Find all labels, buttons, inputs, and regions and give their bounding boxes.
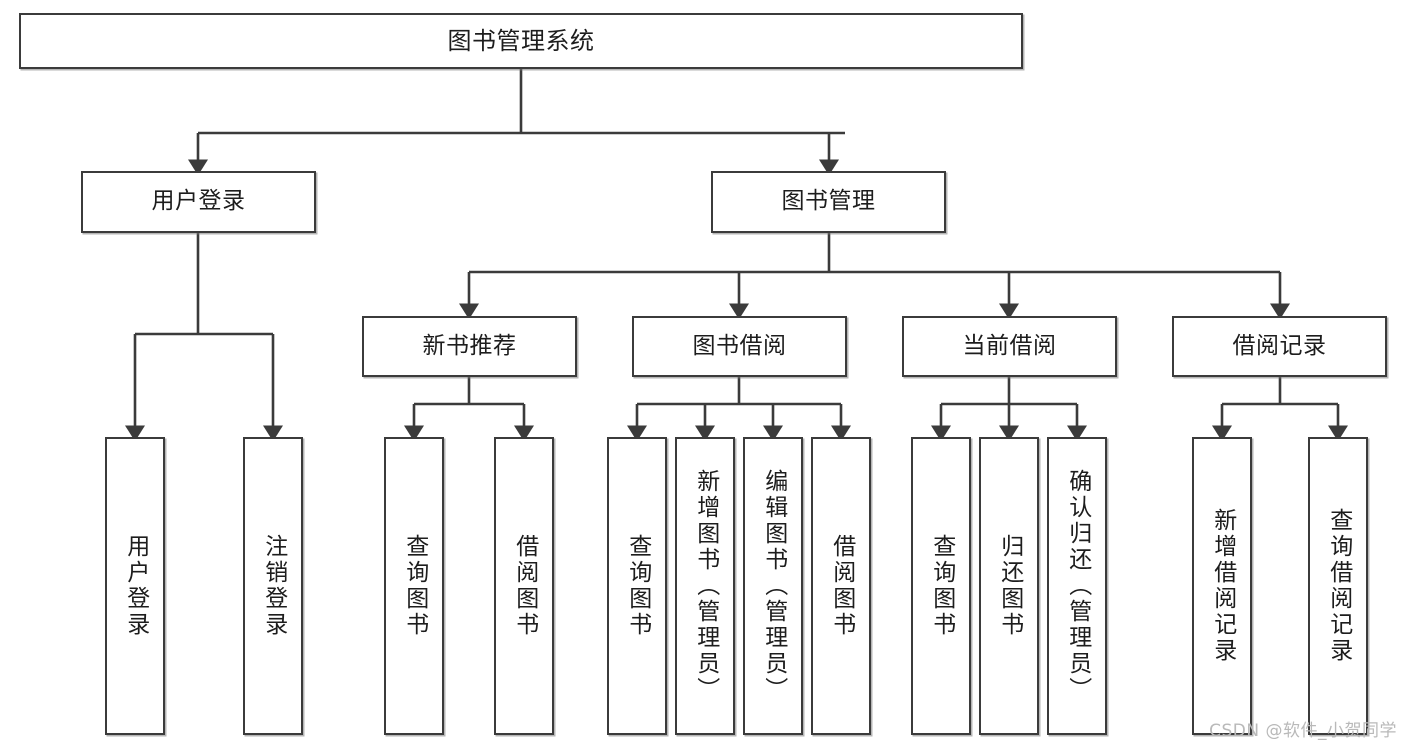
node-borrow-record[interactable]: 借阅记录	[1172, 316, 1387, 377]
node-label: 用户登录	[122, 534, 149, 638]
node-label: 归还图书	[996, 534, 1023, 638]
node-label: 图书借阅	[692, 332, 787, 359]
node-leaf-user-logout[interactable]: 注销登录	[243, 437, 303, 735]
node-label: 查询图书	[928, 534, 955, 638]
node-book-manage[interactable]: 图书管理	[711, 171, 946, 233]
node-label: 图书管理系统	[447, 26, 595, 55]
node-leaf-add-book[interactable]: 新增图书（管理员）	[675, 437, 735, 735]
node-label: 新增借阅记录	[1209, 508, 1236, 664]
node-label: 用户登录	[151, 188, 246, 215]
node-user-login[interactable]: 用户登录	[81, 171, 316, 233]
node-label: 图书管理	[781, 188, 876, 215]
csdn-watermark: CSDN @软件_小贺同学	[1209, 721, 1397, 741]
node-label: 当前借阅	[962, 332, 1057, 359]
node-new-book-recommend[interactable]: 新书推荐	[362, 316, 577, 377]
node-label: 确认归还（管理员）	[1064, 469, 1091, 703]
node-label: 查询借阅记录	[1325, 508, 1352, 664]
node-label: 查询图书	[401, 534, 428, 638]
node-leaf-borrow-book-2[interactable]: 借阅图书	[811, 437, 871, 735]
node-label: 新增图书（管理员）	[692, 469, 719, 703]
node-leaf-query-book-1[interactable]: 查询图书	[384, 437, 444, 735]
node-leaf-query-book-2[interactable]: 查询图书	[607, 437, 667, 735]
node-label: 借阅图书	[828, 534, 855, 638]
node-label: 借阅图书	[511, 534, 538, 638]
node-label: 编辑图书（管理员）	[760, 469, 787, 703]
node-leaf-query-book-3[interactable]: 查询图书	[911, 437, 971, 735]
node-leaf-borrow-book-1[interactable]: 借阅图书	[494, 437, 554, 735]
node-label: 新书推荐	[422, 332, 517, 359]
node-leaf-user-login[interactable]: 用户登录	[105, 437, 165, 735]
node-leaf-confirm-return[interactable]: 确认归还（管理员）	[1047, 437, 1107, 735]
node-leaf-return-book[interactable]: 归还图书	[979, 437, 1039, 735]
node-label: 查询图书	[624, 534, 651, 638]
node-label: 注销登录	[260, 534, 287, 638]
node-current-borrow[interactable]: 当前借阅	[902, 316, 1117, 377]
node-root-book-management-system[interactable]: 图书管理系统	[19, 13, 1023, 69]
node-leaf-add-record[interactable]: 新增借阅记录	[1192, 437, 1252, 735]
node-leaf-edit-book[interactable]: 编辑图书（管理员）	[743, 437, 803, 735]
node-leaf-query-record[interactable]: 查询借阅记录	[1308, 437, 1368, 735]
node-book-borrow[interactable]: 图书借阅	[632, 316, 847, 377]
node-label: 借阅记录	[1232, 332, 1327, 359]
